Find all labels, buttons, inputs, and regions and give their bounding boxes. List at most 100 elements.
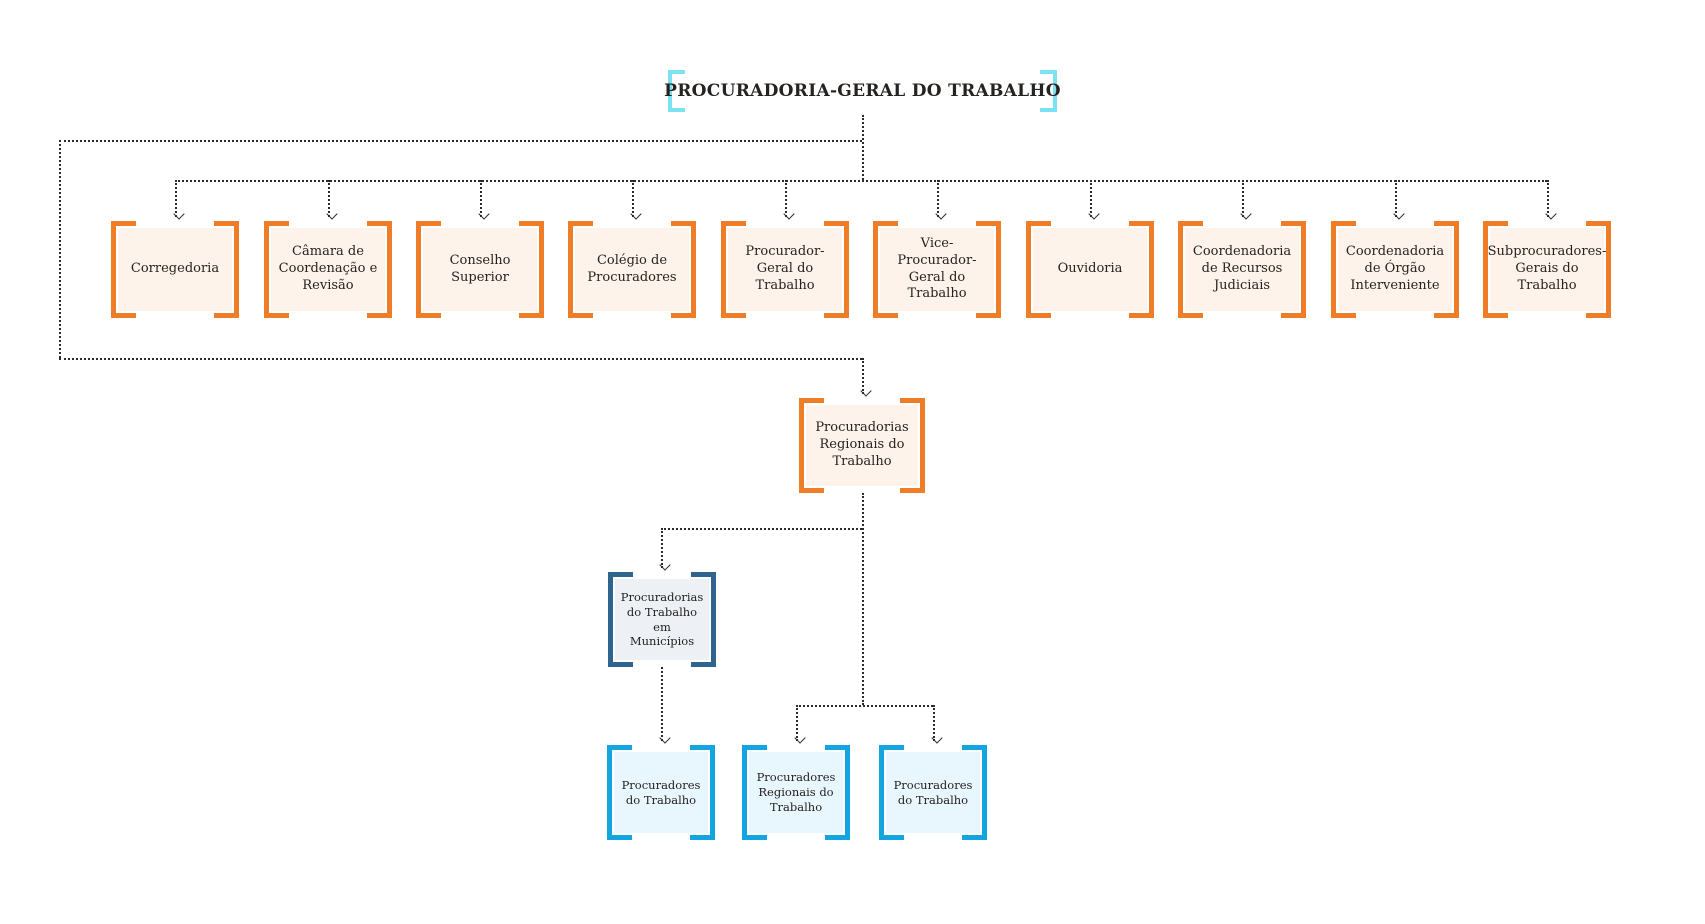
node-label: Conselho Superior xyxy=(423,228,537,311)
bracket-left-icon xyxy=(1483,221,1508,318)
arrowhead-icon xyxy=(629,208,642,220)
connector-left-branch-bottom xyxy=(59,358,862,360)
bracket-right-icon xyxy=(690,745,715,840)
arrowhead-icon xyxy=(658,732,671,744)
org-node-colegio-procuradores: Colégio de Procuradores xyxy=(568,221,696,318)
org-node-procuradores-trabalho-1: Procuradores do Trabalho xyxy=(607,745,715,840)
bracket-left-icon xyxy=(1178,221,1203,318)
bracket-right-icon xyxy=(1129,221,1154,318)
bracket-left-icon xyxy=(668,70,685,112)
org-node-procuradorias-regionais: Procuradorias Regionais do Trabalho xyxy=(799,398,925,493)
org-node-procurador-geral: Procurador-Geral do Trabalho xyxy=(721,221,849,318)
arrowhead-icon xyxy=(658,559,671,571)
arrowhead-icon xyxy=(325,208,338,220)
node-label: Procuradores Regionais do Trabalho xyxy=(749,752,843,833)
org-node-conselho-superior: Conselho Superior xyxy=(416,221,544,318)
connector-arrow-municipios xyxy=(658,528,671,571)
bracket-left-icon xyxy=(879,745,904,840)
connector-arrow-vice xyxy=(934,180,947,220)
org-node-subprocuradores-gerais: Subprocuradores-Gerais do Trabalho xyxy=(1483,221,1611,318)
bracket-right-icon xyxy=(671,221,696,318)
node-label: Procuradores do Trabalho xyxy=(886,752,980,833)
connector-arrow-colegio xyxy=(629,180,642,220)
bracket-right-icon xyxy=(367,221,392,318)
node-label: Coordenadoria de Órgão Interveniente xyxy=(1338,228,1452,311)
connector-arrow-regionais xyxy=(859,358,872,397)
arrowhead-icon xyxy=(1239,208,1252,220)
bracket-right-icon xyxy=(962,745,987,840)
node-label: Câmara de Coordenação e Revisão xyxy=(271,228,385,311)
connector-arrow-procuradores-regionais xyxy=(793,705,806,744)
bracket-right-icon xyxy=(1281,221,1306,318)
bracket-right-icon xyxy=(1040,70,1057,112)
bracket-left-icon xyxy=(416,221,441,318)
node-label: Procuradorias Regionais do Trabalho xyxy=(806,405,918,486)
arrowhead-icon xyxy=(793,732,806,744)
connector-top-row-bus xyxy=(175,180,1547,182)
arrowhead-icon xyxy=(477,208,490,220)
bracket-left-icon xyxy=(799,398,824,493)
bracket-right-icon xyxy=(976,221,1001,318)
connector-arrow-conselho xyxy=(477,180,490,220)
connector-arrow-subprocuradores xyxy=(1544,180,1557,220)
arrowhead-icon xyxy=(1392,208,1405,220)
connector-arrow-recursos xyxy=(1239,180,1252,220)
org-node-camara-coordenacao: Câmara de Coordenação e Revisão xyxy=(264,221,392,318)
bracket-left-icon xyxy=(111,221,136,318)
connector-title-down xyxy=(862,115,864,180)
org-node-coordenadoria-orgao: Coordenadoria de Órgão Interveniente xyxy=(1331,221,1459,318)
node-label: Corregedoria xyxy=(118,228,232,311)
connector-arrow-procuradores-1 xyxy=(658,667,671,744)
bracket-right-icon xyxy=(214,221,239,318)
org-node-coordenadoria-recursos: Coordenadoria de Recursos Judiciais xyxy=(1178,221,1306,318)
bracket-right-icon xyxy=(900,398,925,493)
bracket-left-icon xyxy=(873,221,898,318)
bracket-left-icon xyxy=(1331,221,1356,318)
arrowhead-icon xyxy=(859,385,872,397)
bracket-left-icon xyxy=(608,572,633,667)
org-node-ouvidoria: Ouvidoria xyxy=(1026,221,1154,318)
connector-municipios-branch xyxy=(661,528,862,530)
org-node-corregedoria: Corregedoria xyxy=(111,221,239,318)
bracket-left-icon xyxy=(607,745,632,840)
org-node-procuradorias-municipios: Procuradorias do Trabalho em Municípios xyxy=(608,572,716,667)
bracket-right-icon xyxy=(1586,221,1611,318)
arrowhead-icon xyxy=(1087,208,1100,220)
connector-arrow-procurador-geral xyxy=(782,180,795,220)
arrowhead-icon xyxy=(930,732,943,744)
arrowhead-icon xyxy=(172,208,185,220)
arrowhead-icon xyxy=(782,208,795,220)
node-label: Vice-Procurador-Geral do Trabalho xyxy=(880,228,994,311)
bracket-right-icon xyxy=(691,572,716,667)
bracket-left-icon xyxy=(264,221,289,318)
node-label: Coordenadoria de Recursos Judiciais xyxy=(1185,228,1299,311)
node-label: Procuradores do Trabalho xyxy=(614,752,708,833)
connector-regionais-down xyxy=(862,493,864,705)
connector-left-branch-top xyxy=(59,140,862,142)
connector-arrow-corregedoria xyxy=(172,180,185,220)
bracket-left-icon xyxy=(1026,221,1051,318)
connector-arrow-ouvidoria xyxy=(1087,180,1100,220)
arrowhead-icon xyxy=(934,208,947,220)
bracket-right-icon xyxy=(519,221,544,318)
bracket-left-icon xyxy=(568,221,593,318)
bracket-right-icon xyxy=(824,221,849,318)
page-title: PROCURADORIA-GERAL DO TRABALHO xyxy=(664,80,1061,101)
node-label: Procurador-Geral do Trabalho xyxy=(728,228,842,311)
connector-arrow-procuradores-2 xyxy=(930,705,943,744)
org-node-procuradores-regionais: Procuradores Regionais do Trabalho xyxy=(742,745,850,840)
node-label: Subprocuradores-Gerais do Trabalho xyxy=(1488,228,1606,311)
node-label: Ouvidoria xyxy=(1033,228,1147,311)
bracket-right-icon xyxy=(825,745,850,840)
node-label: Colégio de Procuradores xyxy=(575,228,689,311)
bracket-right-icon xyxy=(1434,221,1459,318)
bracket-left-icon xyxy=(742,745,767,840)
connector-left-branch-vertical xyxy=(59,140,61,358)
org-node-vice-procurador-geral: Vice-Procurador-Geral do Trabalho xyxy=(873,221,1001,318)
org-node-title: PROCURADORIA-GERAL DO TRABALHO xyxy=(664,70,1061,112)
org-node-procuradores-trabalho-2: Procuradores do Trabalho xyxy=(879,745,987,840)
connector-bottom-bus xyxy=(796,705,933,707)
node-label: Procuradorias do Trabalho em Municípios xyxy=(615,579,709,660)
connector-arrow-camara xyxy=(325,180,338,220)
